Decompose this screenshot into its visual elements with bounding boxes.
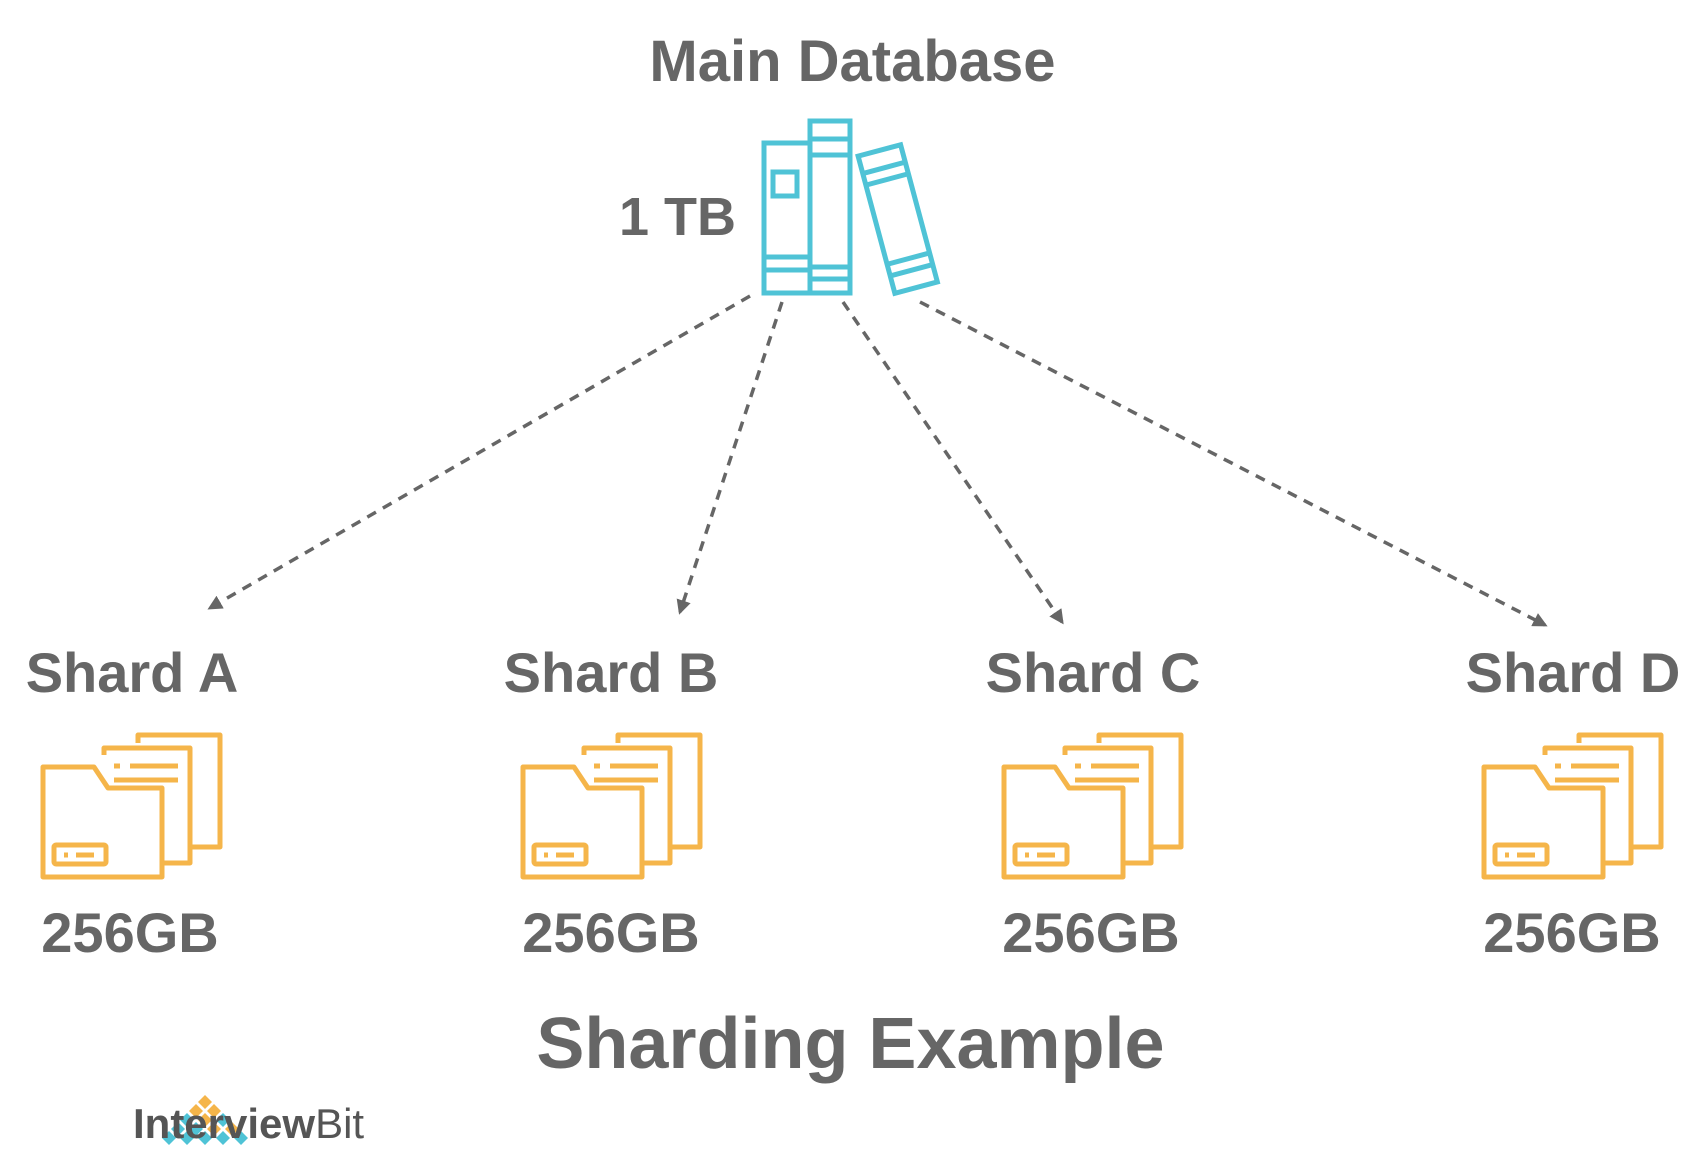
shard-d-size: 256GB (1483, 901, 1661, 964)
arrow-to-shard-a (207, 294, 751, 610)
arrow-to-shard-b (676, 301, 784, 615)
folder-files-icon (1484, 735, 1661, 877)
shard-b-size: 256GB (522, 901, 700, 964)
brand-wordmark: InterviewBit (133, 1100, 364, 1148)
shard-c-size: 256GB (1002, 901, 1180, 964)
shard-b-name: Shard B (503, 641, 719, 704)
diamond-grid-icon (162, 1095, 248, 1145)
shard-d-name: Shard D (1465, 641, 1681, 704)
books-icon (761, 118, 941, 297)
distribution-arrows (207, 294, 1548, 627)
arrow-to-shard-d (919, 300, 1548, 627)
folder-files-icon (40, 732, 223, 880)
diagram-caption: Sharding Example (536, 1004, 1165, 1084)
folder-files-icon (523, 735, 700, 877)
main-database-title: Main Database (649, 29, 1056, 94)
brand-part1: Interview (133, 1100, 316, 1147)
shard-a-size: 256GB (41, 901, 219, 964)
arrow-to-shard-c (841, 301, 1064, 625)
main-database-size: 1 TB (619, 187, 737, 247)
shard-a-name: Shard A (25, 641, 239, 704)
brand-part2: Bit (315, 1100, 365, 1147)
shard-c-name: Shard C (985, 641, 1201, 704)
folder-files-icon (1004, 735, 1181, 877)
